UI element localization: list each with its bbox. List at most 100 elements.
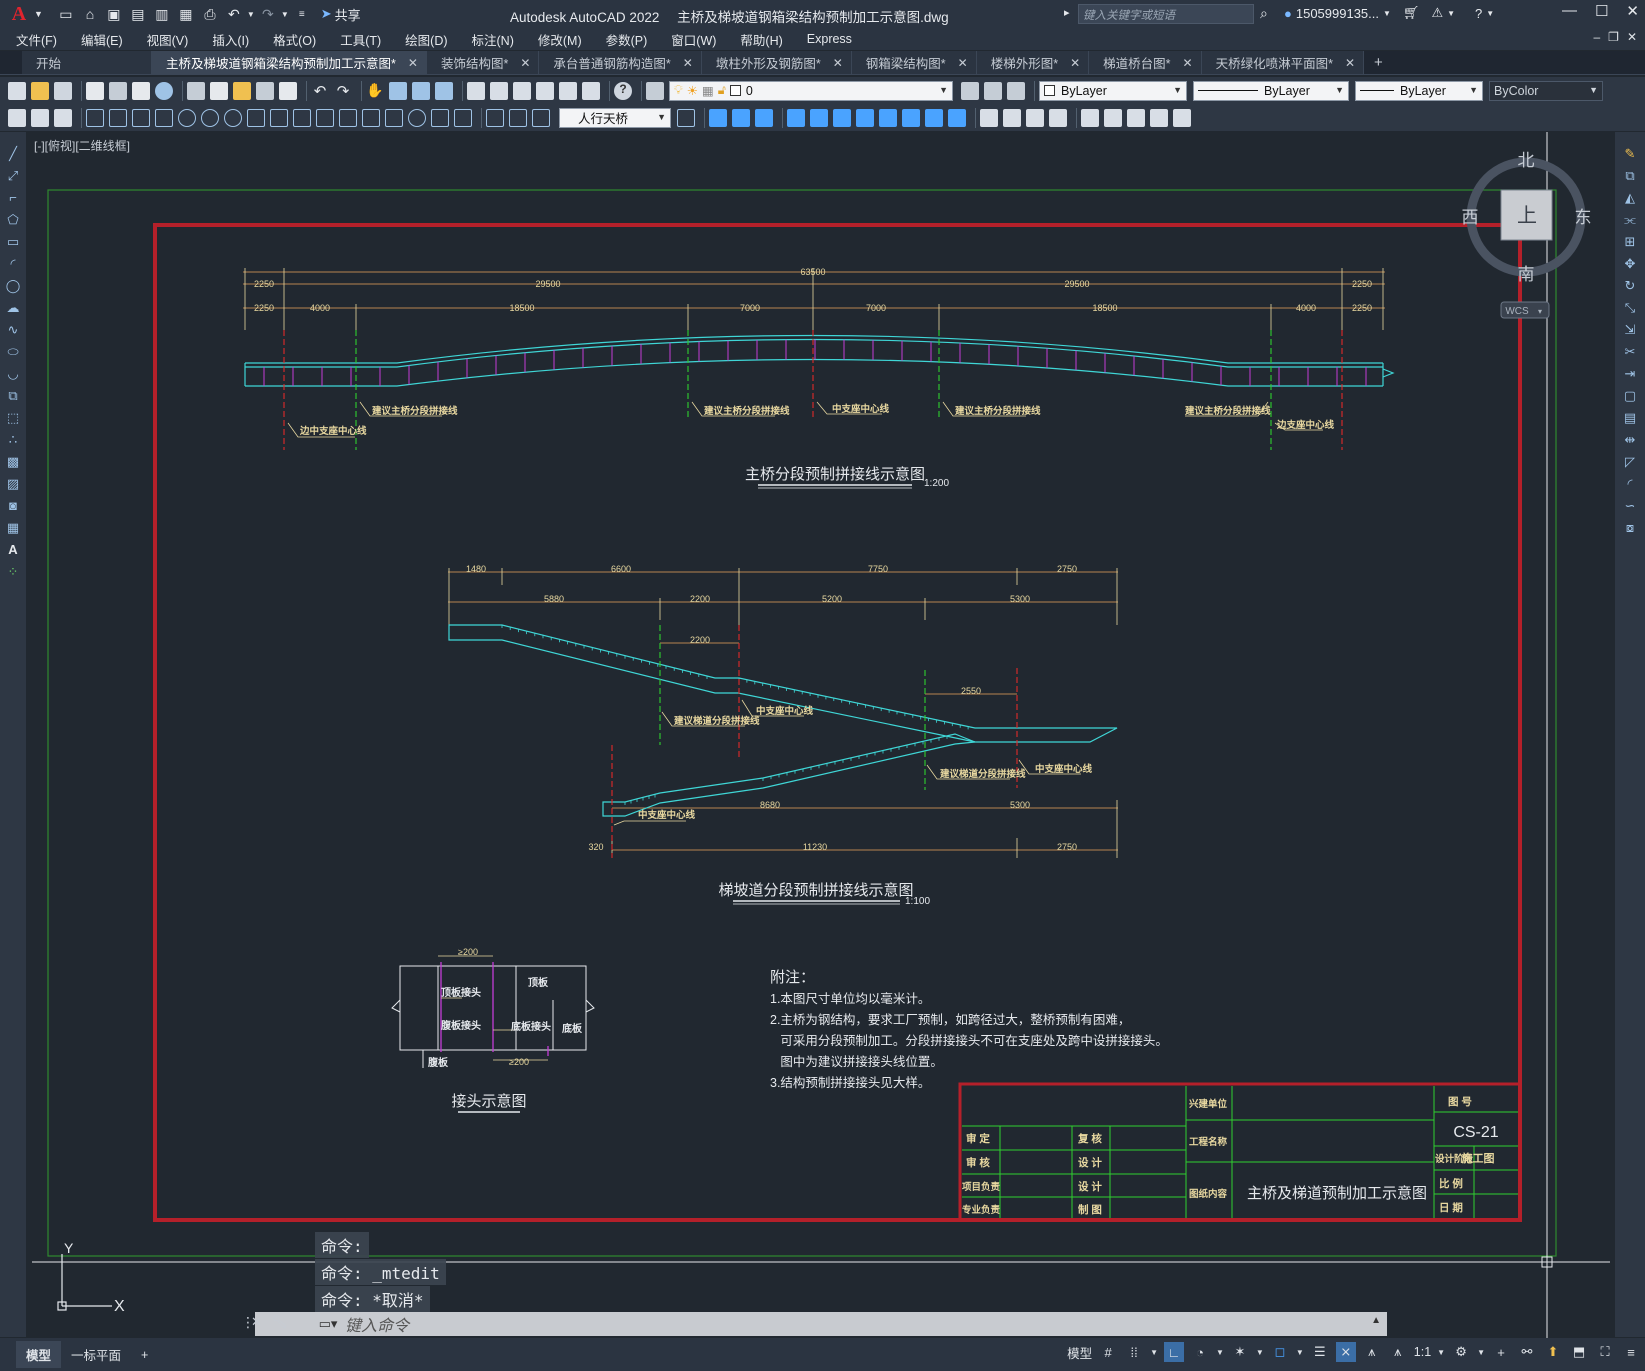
pan-icon[interactable]: ✋ (366, 81, 384, 98)
design-center-icon[interactable] (490, 81, 508, 100)
a360-icon[interactable]: ⚠︎ (1431, 5, 1444, 20)
tab-close-icon[interactable]: ✕ (1182, 55, 1193, 70)
copy-object-icon[interactable] (732, 108, 750, 127)
polar-icon[interactable]: ◔ (1196, 1344, 1204, 1360)
autocad-logo-icon[interactable]: A (11, 2, 27, 25)
explode-tool-icon[interactable]: ⧇ (1625, 520, 1635, 535)
minimize-icon[interactable]: — (1561, 2, 1577, 19)
array-tool-icon[interactable]: ⊞ (1624, 234, 1636, 249)
spline-icon[interactable]: ∿ (7, 322, 19, 337)
annotation-scale-value[interactable]: 1:1 (1413, 1345, 1432, 1359)
layout-tab-layout1[interactable]: 一标平面 (71, 1349, 122, 1363)
zoom-window-icon[interactable] (412, 81, 430, 100)
file-tab[interactable]: 梯道桥台图*✕ (1089, 51, 1202, 74)
explode-icon[interactable] (1081, 108, 1099, 127)
help-tool-icon[interactable]: ? (614, 81, 632, 100)
layer-combo[interactable]: 💡︎ ☀ ▦ 🔓︎ 0 ▼ (669, 80, 953, 101)
maximize-icon[interactable]: ☐ (1594, 3, 1609, 20)
blend-curves-icon[interactable]: ∽ (1624, 498, 1636, 513)
viewport-controls[interactable]: [-][俯视][二维线框] (34, 139, 131, 153)
hatch-icon[interactable]: ▩ (6, 454, 20, 469)
properties-icon[interactable] (467, 81, 485, 100)
quickcalc-icon[interactable] (582, 81, 600, 100)
circle-icon[interactable]: ◯ (5, 278, 21, 293)
help-icon[interactable]: ? (1475, 5, 1483, 21)
chamfer-tool-icon[interactable]: ◸ (1625, 454, 1635, 469)
erase-icon[interactable] (709, 108, 727, 127)
file-tab[interactable]: 承台普通钢筋构造图*✕ (539, 51, 702, 74)
diameter-dim-icon[interactable] (224, 108, 242, 127)
cart-icon[interactable]: 🛒︎ (1402, 5, 1420, 20)
file-tab[interactable]: 楼梯外形图*✕ (976, 51, 1090, 74)
clean-screen-icon[interactable]: ⬒ (1572, 1344, 1586, 1359)
file-tab[interactable]: 开始 (22, 51, 153, 74)
copy-icon[interactable] (210, 81, 228, 100)
paste-icon[interactable] (233, 81, 251, 100)
dim-edit-icon[interactable] (486, 108, 504, 127)
tolerance-icon[interactable] (385, 108, 403, 127)
rotate-tool-icon[interactable]: ↻ (1624, 278, 1636, 293)
break-tool-icon[interactable]: ▤ (1623, 410, 1637, 425)
isolate-icon[interactable]: ⚯ (1521, 1344, 1533, 1359)
dim-update-icon[interactable] (532, 108, 550, 127)
xref-icon[interactable] (1173, 108, 1191, 127)
undo-icon[interactable]: ↶ (228, 5, 240, 22)
workspace-dropdown-icon[interactable]: ≡ (298, 8, 305, 20)
dim-text-edit-icon[interactable] (509, 108, 527, 127)
menu-item[interactable]: 绘图(D) (405, 33, 448, 48)
redo-icon[interactable]: ↷ (261, 5, 274, 22)
break-icon[interactable] (980, 108, 998, 127)
erase-tool-icon[interactable]: ✎ (1624, 146, 1636, 161)
copy-base-icon[interactable] (256, 81, 274, 100)
drawing-canvas[interactable] (26, 132, 1614, 1337)
search-input[interactable]: 键入关键字或短语 (1078, 4, 1254, 24)
menu-item[interactable]: 插入(I) (212, 33, 250, 48)
annotation-scale-icon[interactable]: ⩚ (1394, 1344, 1402, 1359)
share-button[interactable]: ➤ 共享 (321, 5, 361, 24)
mtext-icon[interactable]: A (8, 542, 18, 557)
continue-dim-icon[interactable] (316, 108, 334, 127)
ellipse-arc-icon[interactable]: ◡ (7, 366, 19, 381)
radius-dim-icon[interactable] (178, 108, 196, 127)
tab-close-icon[interactable]: ✕ (1344, 55, 1356, 70)
user-account[interactable]: ● 1505999135... ▼ 🛒︎ ⚠︎ ▼ ? ▼ (1284, 5, 1495, 21)
table-icon[interactable]: ▦ (6, 520, 20, 535)
attribute-icon[interactable] (1150, 108, 1168, 127)
menu-item[interactable]: 工具(T) (340, 33, 382, 48)
menu-item[interactable]: 标注(N) (471, 33, 514, 48)
command-customize-icon[interactable]: 🔧︎ (271, 1314, 288, 1329)
scale-icon[interactable] (879, 108, 897, 127)
ordinate-dim-icon[interactable] (155, 108, 173, 127)
preview-icon[interactable] (109, 81, 127, 100)
zoom-previous-icon[interactable] (435, 81, 453, 100)
rectangle-icon[interactable]: ▭ (6, 234, 20, 249)
qnew-icon[interactable] (8, 81, 26, 100)
add-icon[interactable]: + (1497, 1344, 1505, 1360)
menu-item[interactable]: 文件(F) (16, 33, 57, 48)
open-file-icon[interactable] (31, 81, 49, 100)
annotation-visibility-icon[interactable]: ⨯ (1335, 1342, 1356, 1362)
extend-tool-icon[interactable]: ⇥ (1624, 366, 1636, 381)
baseline-dim-icon[interactable] (293, 108, 311, 127)
menu-item[interactable]: 帮助(H) (740, 33, 783, 48)
lineweight-toggle-icon[interactable]: ☰ (1313, 1344, 1326, 1359)
menu-item[interactable]: 视图(V) (146, 33, 189, 48)
print-file-icon[interactable] (132, 81, 150, 100)
snap-icon[interactable]: ⁞⁞ (1130, 1344, 1138, 1360)
markup-icon[interactable] (559, 81, 577, 100)
save-file-icon[interactable] (54, 81, 72, 100)
quick-dim-icon[interactable] (270, 108, 288, 127)
tool-palettes-icon[interactable] (513, 81, 531, 100)
open-icon[interactable]: ⌂ (85, 6, 95, 22)
scale-tool-icon[interactable]: ⤡ (1624, 300, 1636, 315)
customization-icon[interactable]: ≡ (1627, 1344, 1635, 1360)
layer-properties-icon[interactable] (646, 81, 664, 100)
doc-close-icon[interactable]: ✕ (1626, 30, 1637, 44)
save-icon[interactable]: ▣ (107, 5, 121, 22)
break-point-icon[interactable]: ▢ (1623, 388, 1637, 403)
stretch-tool-icon[interactable]: ⇲ (1624, 322, 1636, 337)
fillet-icon[interactable] (1049, 108, 1067, 127)
command-recent-icon[interactable]: ▭▾ (318, 1316, 338, 1331)
tab-close-icon[interactable]: ✕ (957, 55, 968, 70)
menu-item[interactable]: 窗口(W) (671, 33, 717, 48)
